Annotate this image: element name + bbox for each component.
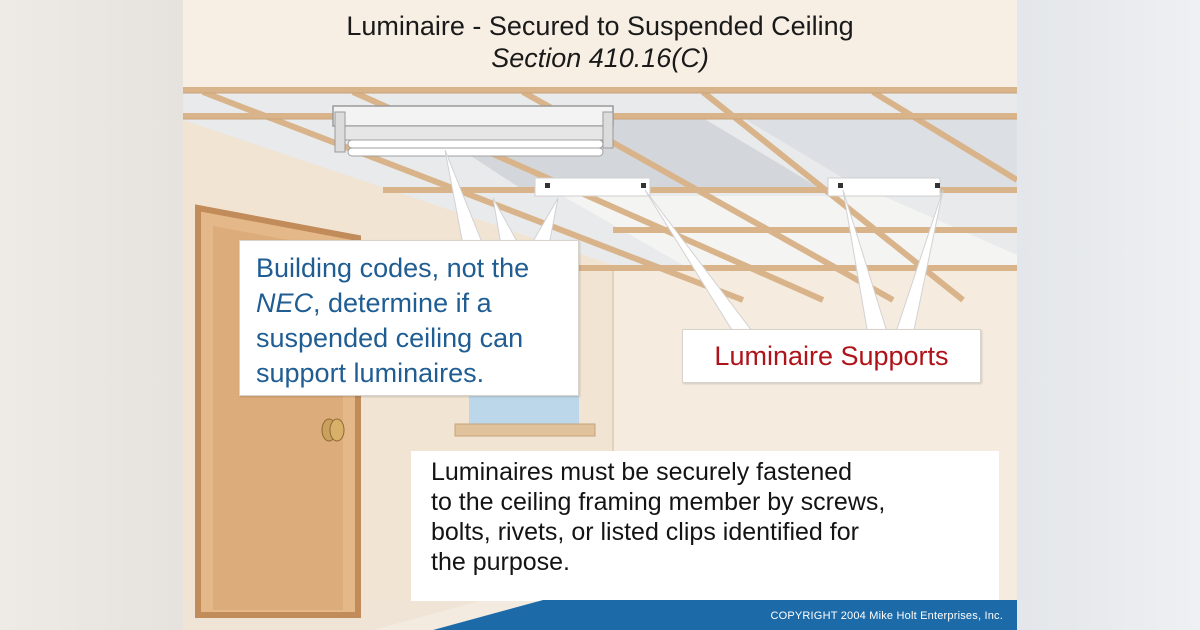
luminaire-supports-callout: Luminaire Supports xyxy=(682,329,981,383)
left-margin xyxy=(0,0,183,630)
recessed-luminaire-1 xyxy=(534,177,651,197)
copyright-notice: COPYRIGHT 2004 Mike Holt Enterprises, In… xyxy=(770,610,1003,622)
diagram-slide: Luminaire - Secured to Suspended Ceiling… xyxy=(183,0,1017,630)
building-codes-callout: Building codes, not the NEC, determine i… xyxy=(239,240,579,396)
recessed-luminaire-2 xyxy=(827,177,941,197)
rule-line: to the ceiling framing member by screws, xyxy=(431,488,886,516)
support-clip-icon xyxy=(641,183,646,188)
surface-luminaire xyxy=(332,105,614,157)
copyright-banner xyxy=(183,600,1017,630)
page-title: Luminaire - Secured to Suspended Ceiling xyxy=(346,11,854,41)
callout-line: support luminaires. xyxy=(256,358,485,388)
callout-pointers xyxy=(444,149,944,336)
section-reference: Section 410.16(C) xyxy=(491,43,709,73)
callout-line-rest: , determine if a xyxy=(313,288,492,318)
callout-line: suspended ceiling can xyxy=(256,323,524,353)
rule-line: Luminaires must be securely fastened xyxy=(431,458,853,486)
callout-line: Building codes, not the xyxy=(256,253,530,283)
support-clip-icon xyxy=(545,183,550,188)
fastening-rule-callout: Luminaires must be securely fastened to … xyxy=(411,451,999,601)
rule-line: the purpose. xyxy=(431,548,570,576)
support-clip-icon xyxy=(935,183,940,188)
support-clip-icon xyxy=(838,183,843,188)
right-margin xyxy=(1017,0,1200,630)
nec-emphasis: NEC xyxy=(256,288,314,318)
rule-line: bolts, rivets, or listed clips identifie… xyxy=(431,518,859,546)
callout-line: NEC, determine if a xyxy=(256,286,578,321)
window xyxy=(454,390,596,437)
